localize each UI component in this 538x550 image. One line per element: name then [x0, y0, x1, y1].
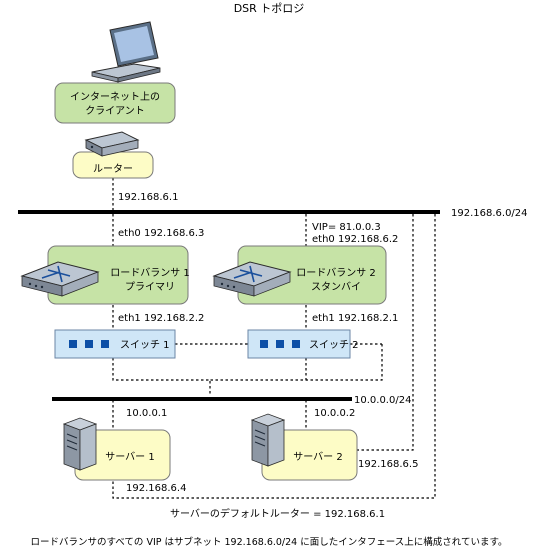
diagram-title: DSR トポロジ	[234, 2, 305, 15]
lb1-label-line1: ロードバランサ 1	[110, 267, 190, 279]
server-2-ip2: 192.168.6.5	[358, 459, 418, 470]
network-bottom-label: 10.0.0.0/24	[354, 395, 411, 406]
router-label: ルーター	[93, 163, 133, 175]
default-route-label: サーバーのデフォルトルーター = 192.168.6.1	[170, 507, 385, 520]
lb1-eth1: eth1 192.168.2.2	[118, 313, 204, 324]
dashed-links	[112, 178, 436, 499]
server-1-ip2: 192.168.6.4	[126, 483, 186, 494]
laptop-icon	[91, 21, 161, 83]
lb2-label-line1: ロードバランサ 2	[296, 267, 376, 279]
server-2-ip: 10.0.0.2	[314, 408, 355, 419]
server-1-label: サーバー 1	[105, 451, 154, 463]
client-label-line2: クライアント	[85, 105, 145, 117]
server-2-label: サーバー 2	[293, 451, 342, 463]
client-label-line1: インターネット上の	[70, 91, 160, 103]
switch-2-label: スイッチ 2	[309, 339, 359, 351]
diagram-caption: ロードバランサのすべての VIP はサブネット 192.168.6.0/24 に…	[30, 536, 507, 548]
lb1-eth0: eth0 192.168.6.3	[118, 228, 204, 239]
router-icon	[84, 131, 140, 157]
network-top-label: 192.168.6.0/24	[451, 208, 528, 219]
server-icon	[250, 413, 286, 467]
lb2-label-line2: スタンバイ	[311, 281, 361, 293]
lb2-vip: VIP= 81.0.0.3	[312, 222, 381, 233]
switch-port-icons-2	[260, 340, 300, 348]
network-bar-bottom	[52, 397, 352, 401]
server-icon	[62, 417, 98, 471]
load-balancer-icon	[212, 261, 292, 297]
lb2-eth1: eth1 192.168.2.1	[312, 313, 398, 324]
switch-1-label: スイッチ 1	[120, 339, 170, 351]
router-ip: 192.168.6.1	[118, 192, 178, 203]
lb2-eth0: eth0 192.168.6.2	[312, 234, 398, 245]
switch-port-icons-1	[69, 340, 109, 348]
load-balancer-icon	[20, 261, 100, 297]
network-bar-top	[18, 210, 440, 214]
server-1-ip: 10.0.0.1	[126, 408, 167, 419]
client-box	[54, 82, 176, 124]
lb1-label-line2: プライマリ	[125, 281, 175, 293]
